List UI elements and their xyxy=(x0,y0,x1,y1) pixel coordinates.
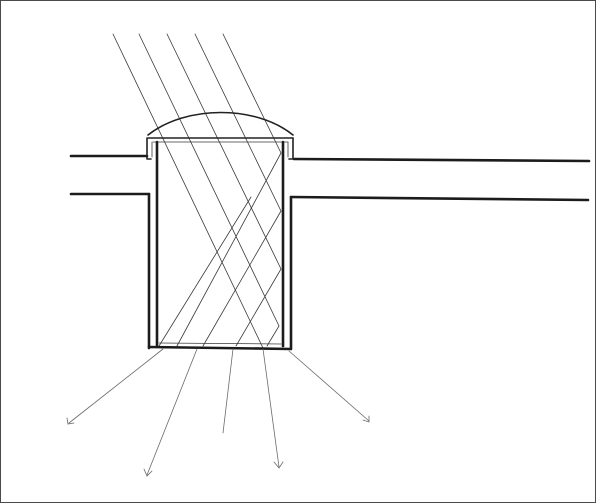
light-tube xyxy=(147,140,293,351)
sun-ray-2 xyxy=(138,33,280,327)
reflected-ray-3 xyxy=(235,268,282,347)
reflected-ray-2 xyxy=(202,210,282,347)
diffuser-inner-line xyxy=(158,342,282,345)
tube-bottom-diffuser xyxy=(147,345,293,351)
sun-ray-3 xyxy=(166,33,282,270)
sun-ray-5 xyxy=(222,33,282,154)
flashing-right xyxy=(288,137,294,160)
reflected-ray-5 xyxy=(158,196,252,347)
diffuse-ray-lower-left xyxy=(146,348,198,476)
incoming-sun-rays xyxy=(112,33,282,349)
diffuse-ray-right-arrow xyxy=(362,415,370,423)
reflected-ray-1 xyxy=(176,152,282,347)
sun-ray-1 xyxy=(112,33,264,349)
diffuse-ray-center-right xyxy=(262,348,280,468)
diffuse-ray-right xyxy=(288,350,370,422)
dome-curve xyxy=(147,111,294,136)
flashing-collar xyxy=(146,137,294,160)
flashing-left xyxy=(146,137,152,160)
reflected-ray-4 xyxy=(266,325,280,347)
diffuse-ray-center xyxy=(222,348,234,434)
dome-lens xyxy=(147,111,294,143)
sun-ray-4 xyxy=(194,33,282,212)
roof-top-right xyxy=(292,157,591,163)
diffuse-ray-center-right-arrow xyxy=(273,461,284,469)
diffuse-ray-left xyxy=(68,348,164,424)
dispersed-light-rays xyxy=(66,348,370,477)
reflected-rays xyxy=(158,152,282,347)
diffuse-ray-lower-left-arrow xyxy=(143,468,153,477)
diffuse-ray-left-arrow xyxy=(66,417,75,425)
roof-bottom-right xyxy=(289,195,590,202)
roof xyxy=(69,154,591,202)
